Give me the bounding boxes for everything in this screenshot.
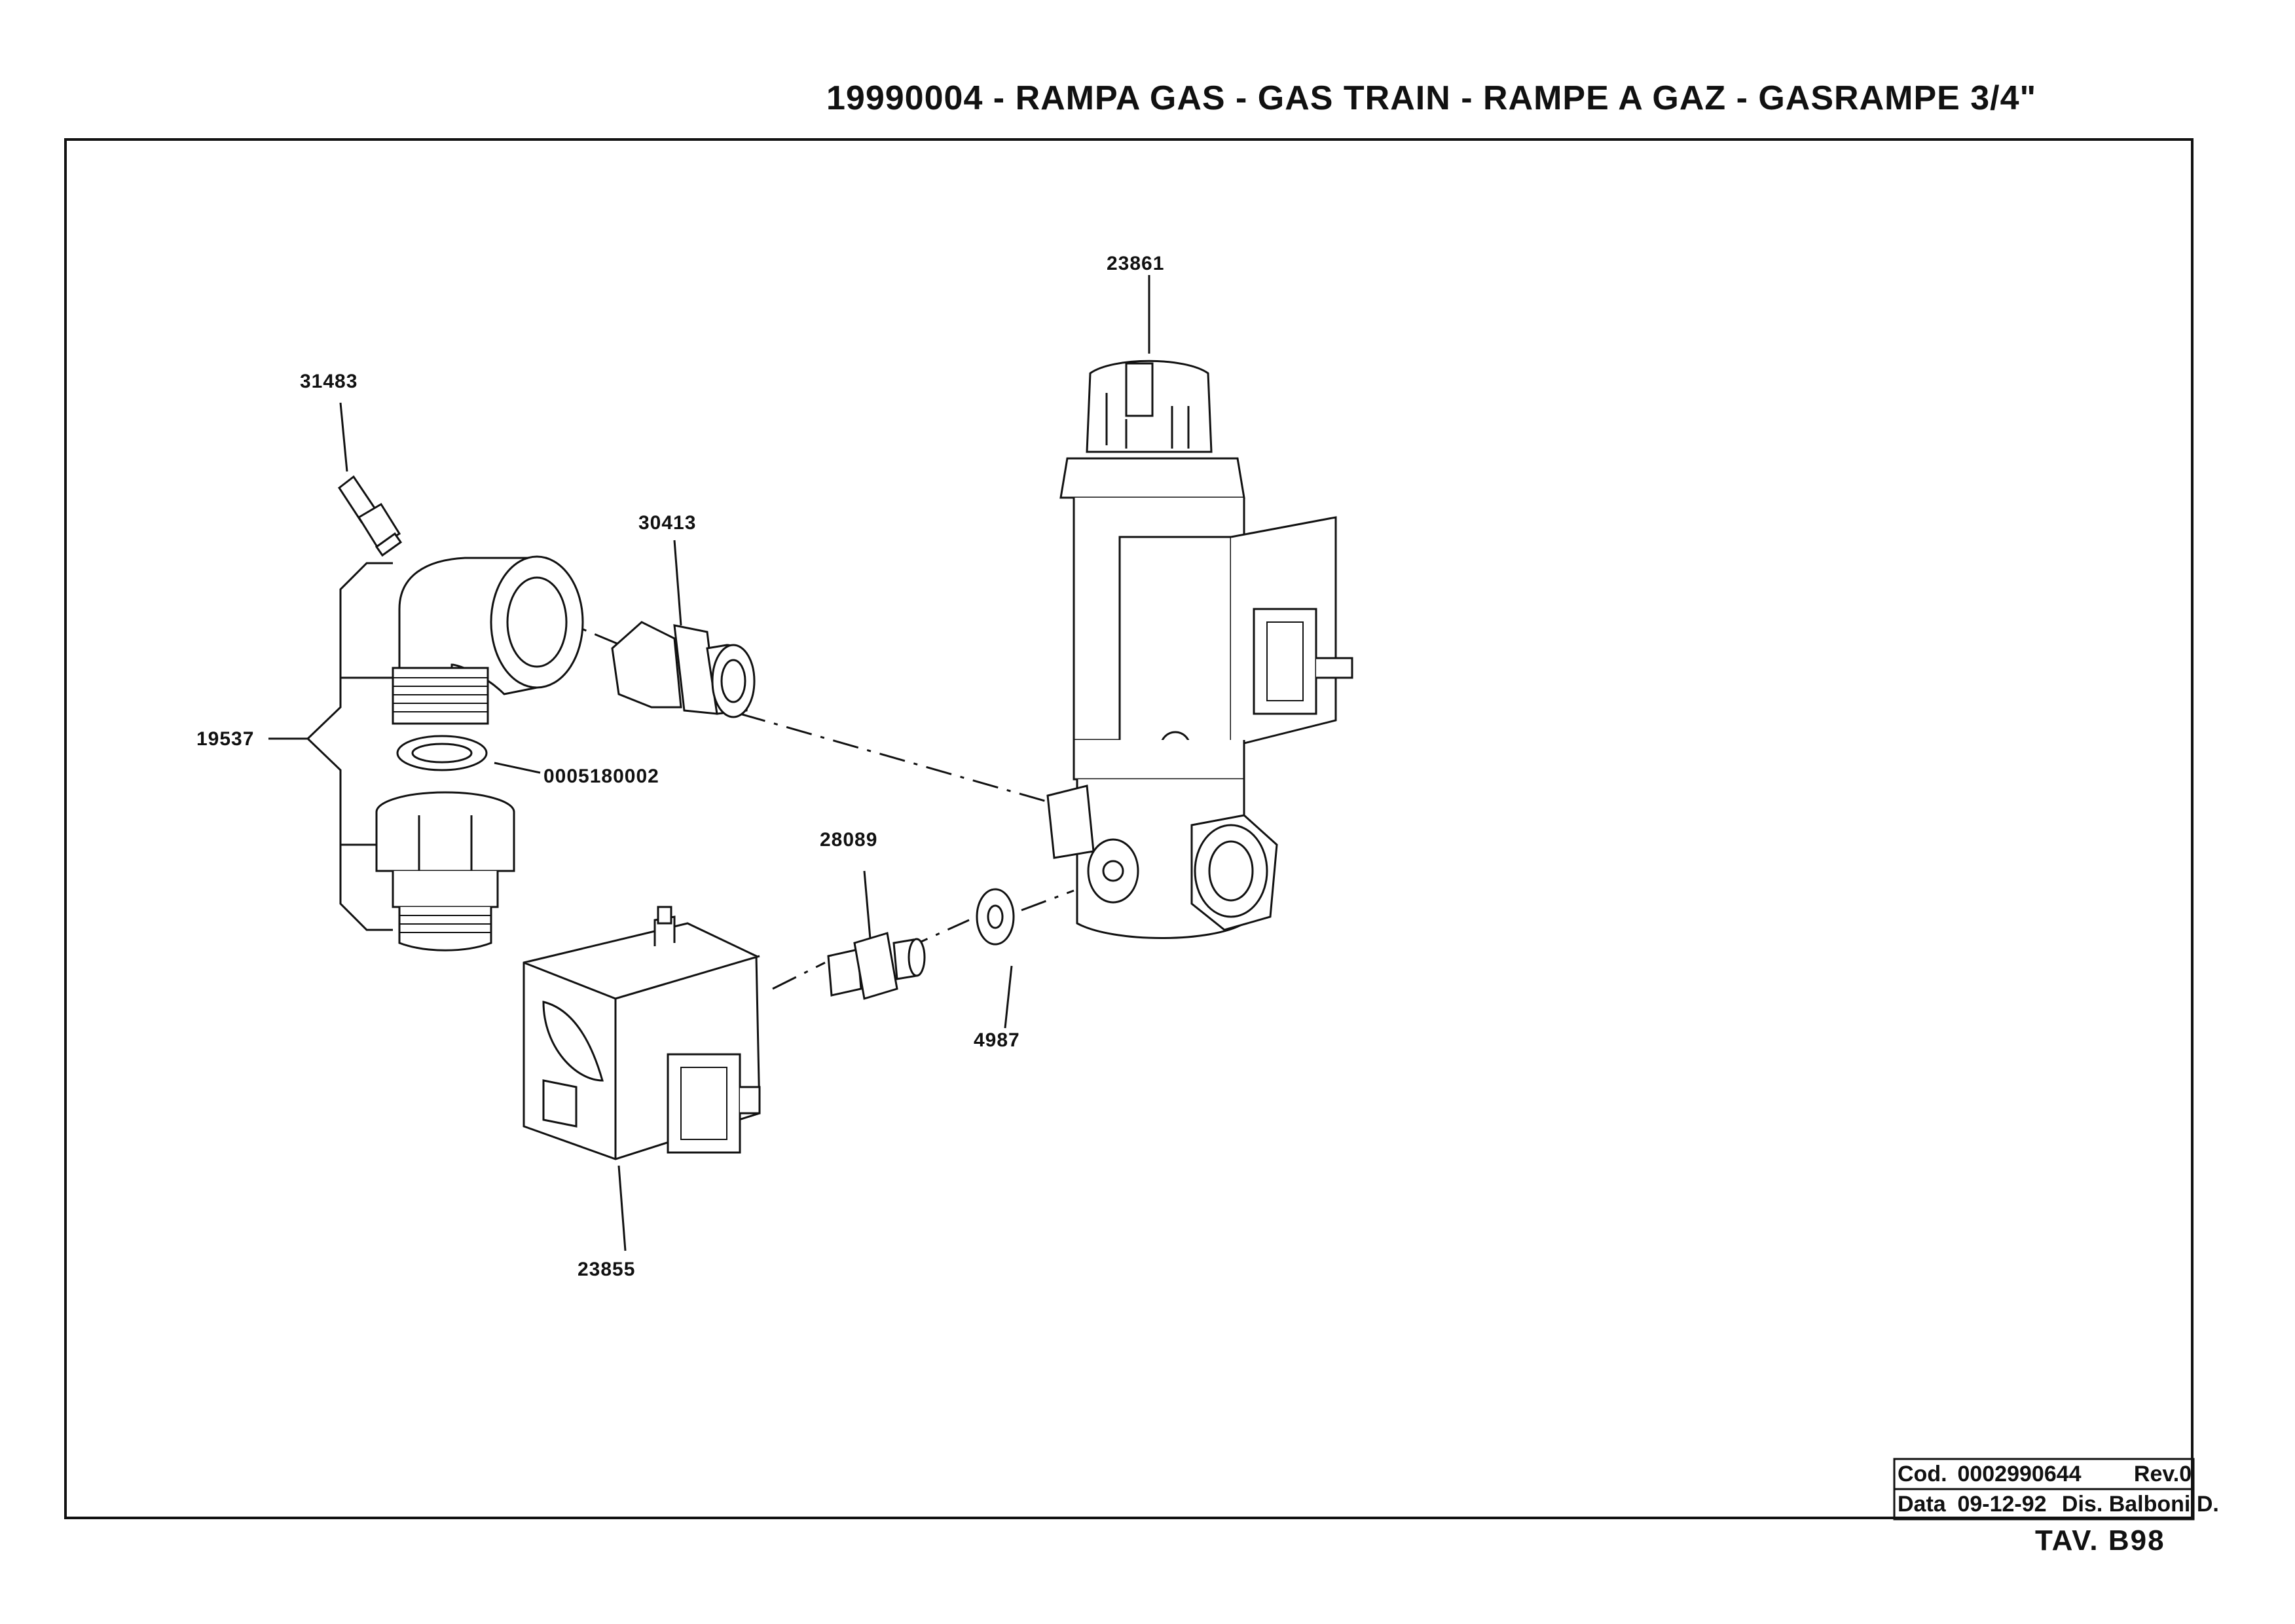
part-30413-nipple — [611, 621, 756, 718]
part-19537-elbow — [392, 555, 584, 725]
callout-19537: 19537 — [196, 728, 254, 750]
title-block-box — [1893, 1458, 2195, 1521]
callout-31483: 31483 — [300, 371, 358, 392]
callout-28089: 28089 — [820, 829, 877, 851]
rev-value: Rev.0 — [2133, 1462, 2192, 1486]
callout-30413: 30413 — [638, 512, 696, 534]
callout-4987: 4987 — [974, 1029, 1020, 1051]
callout-23855: 23855 — [578, 1259, 635, 1280]
part-23855-pressure-switch — [523, 906, 761, 1160]
data-label: Data — [1898, 1492, 1946, 1517]
callout-23861: 23861 — [1107, 253, 1164, 274]
dis-value: Dis. Balboni D. — [2061, 1492, 2219, 1517]
cod-label: Cod. — [1898, 1462, 1947, 1486]
drawing-title: 19990004 - RAMPA GAS - GAS TRAIN - RAMPE… — [826, 79, 2037, 117]
drawing-frame — [64, 138, 2194, 1519]
part-0005180002-gasket — [396, 735, 488, 771]
callout-0005180002: 0005180002 — [543, 766, 659, 787]
sheet-id: TAV. B98 — [2035, 1524, 2165, 1557]
part-19537-union — [375, 791, 515, 951]
cod-value: 0002990644 — [1957, 1462, 2082, 1486]
data-value: 09-12-92 — [1957, 1492, 2047, 1517]
part-31483-nipple — [337, 475, 403, 557]
part-28089-fitting — [827, 932, 926, 1000]
title-block-row-code: Cod. 0002990644 Rev.0 — [1898, 1459, 2192, 1489]
part-23861-valve — [1046, 360, 1353, 939]
title-block-row-date: Data 09-12-92 Dis. Balboni D. — [1898, 1489, 2219, 1519]
part-4987-washer — [976, 888, 1015, 946]
